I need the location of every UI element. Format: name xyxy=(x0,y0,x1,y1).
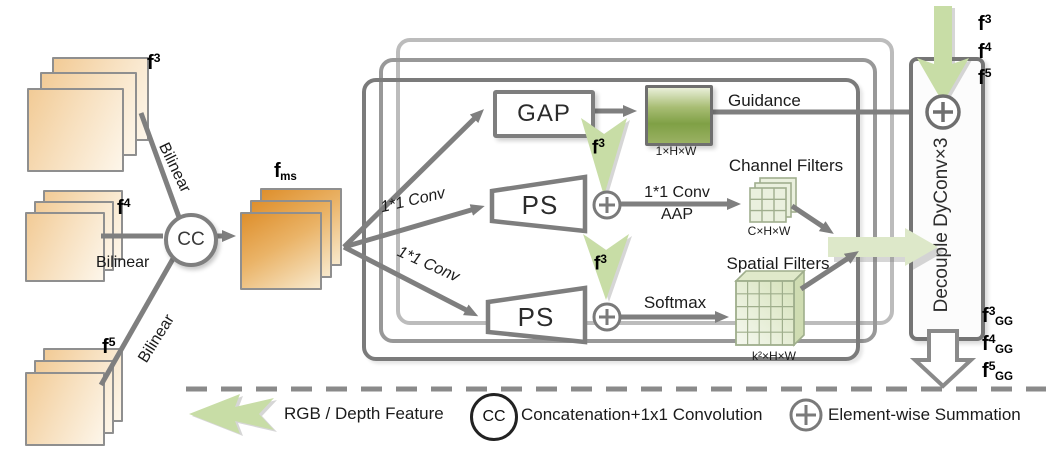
cc-node-label: CC xyxy=(177,229,205,250)
output-f5gg-label: f5GG xyxy=(982,359,1014,383)
gap-box: GAP xyxy=(493,90,595,138)
legend-cc-label: Concatenation+1x1 Convolution xyxy=(521,405,763,424)
legend-cc-symbol: CC xyxy=(482,408,506,425)
fms-map-front xyxy=(240,212,322,290)
decouple-dyconv-label: Decouple DyConv×3 xyxy=(931,137,952,313)
conv-aap-label-2: AAP xyxy=(660,206,693,223)
legend-feature-arrow xyxy=(189,394,274,434)
legend-sum-icon xyxy=(789,398,823,432)
legend-arrow-shadow xyxy=(192,396,277,436)
fms-label: fms xyxy=(274,160,297,183)
guidance-map xyxy=(645,85,713,146)
conv-aap-label-1: 1*1 Conv xyxy=(644,184,710,201)
output-f4gg-label: f4GG xyxy=(982,332,1014,356)
channel-filters-dims: C×H×W xyxy=(747,224,791,238)
bilinear-label-1: Bilinear xyxy=(155,140,194,196)
f4-label: f4 xyxy=(117,196,131,219)
guidance-label: Guidance xyxy=(728,91,801,110)
f4-map-front xyxy=(25,212,105,282)
gap-label: GAP xyxy=(517,100,571,127)
ps2-label: PS xyxy=(517,302,555,332)
legend-sum-label: Element-wise Summation xyxy=(828,405,1021,424)
dyconv-input-f4-label: f4 xyxy=(978,40,992,63)
f3-inject-bottom-label: f3 xyxy=(594,253,607,275)
legend-cc-icon: CC xyxy=(470,393,518,441)
cc-node: CC xyxy=(164,213,218,267)
bilinear-label-3: Bilinear xyxy=(135,311,178,366)
f3-label: f3 xyxy=(147,51,161,74)
f5-map-front xyxy=(25,372,105,446)
f3-map-front xyxy=(27,88,124,172)
ps1-label: PS xyxy=(521,190,559,220)
dyconv-input-f5-label: f5 xyxy=(978,66,992,89)
channel-filters-title: Channel Filters xyxy=(728,156,844,175)
spatial-filters-title: Spatial Filters xyxy=(726,254,830,273)
spatial-filters-dims: k²×H×W xyxy=(751,349,796,363)
f5-label: f5 xyxy=(102,335,116,358)
legend-feature-label: RGB / Depth Feature xyxy=(284,404,444,423)
bilinear-label-2: Bilinear xyxy=(96,254,150,271)
repeat-frame-front xyxy=(362,78,860,361)
f3-inject-top-label: f3 xyxy=(592,137,605,159)
output-f3gg-label: f3GG xyxy=(982,304,1014,328)
dyconv-input-f3-label: f3 xyxy=(978,12,992,35)
softmax-label: Softmax xyxy=(643,293,707,312)
guidance-dims-label: 1×H×W xyxy=(655,144,697,158)
